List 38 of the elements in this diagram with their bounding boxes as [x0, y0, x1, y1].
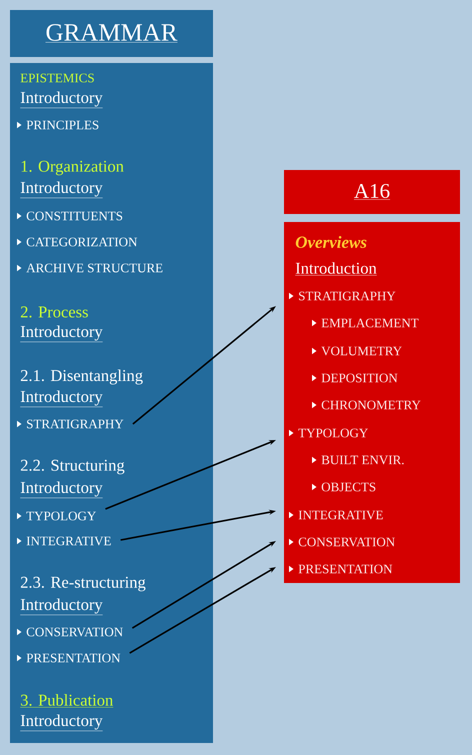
header-box: A16: [284, 170, 460, 214]
link-text: Introductory: [20, 482, 103, 498]
menu-item: BUILT ENVIR.: [312, 456, 404, 464]
link-text: Introductory: [20, 326, 103, 342]
section-heading: 1. Organization: [22, 160, 124, 176]
subsection-heading: 2.2. Structuring: [20, 460, 124, 474]
menu-item: CONSTITUENTS: [17, 212, 122, 220]
menu-item: DEPOSITION: [312, 374, 398, 382]
link-text: Introductory: [20, 598, 103, 616]
link-text: Introductory: [20, 714, 103, 732]
menu-item: EMPLACEMENT: [312, 318, 418, 328]
menu-item: CATEGORIZATION: [17, 238, 138, 246]
subsection-heading: 2.1. Disentangling: [20, 370, 143, 384]
menu-item: INTEGRATIVE: [289, 510, 383, 520]
menu-item: PRINCIPLES: [17, 120, 98, 130]
menu-item: OBJECTS: [312, 482, 376, 492]
section-link: 3. Publication: [20, 694, 114, 708]
section-heading: EPISTEMICS: [20, 74, 94, 82]
menu-item: PRESENTATION: [17, 654, 120, 662]
menu-item: TYPOLOGY: [289, 428, 368, 438]
link-text: Introduction: [295, 262, 377, 276]
menu-item: ARCHIVE STRUCTURE: [17, 264, 162, 272]
menu-item: CONSERVATION: [289, 538, 395, 546]
section-heading: Overviews: [296, 236, 366, 248]
link-text: Introductory: [20, 92, 103, 108]
section-heading: 2. Process: [20, 306, 88, 318]
link-text: Introductory: [20, 182, 103, 198]
link-text: Introductory: [20, 390, 103, 408]
menu-item: VOLUMETRY: [312, 346, 402, 356]
subsection-heading: 2.3. Re-structuring: [20, 576, 146, 592]
menu-item: CONSERVATION: [17, 628, 123, 636]
menu-item: PRESENTATION: [289, 564, 392, 574]
menu-item: TYPOLOGY: [17, 512, 96, 520]
menu-item: STRATIGRAPHY: [17, 420, 124, 428]
menu-item: CHRONOMETRY: [312, 400, 421, 410]
menu-item: STRATIGRAPHY: [289, 292, 396, 300]
menu-item: INTEGRATIVE: [17, 536, 111, 546]
header-box: GRAMMAR: [10, 10, 213, 57]
